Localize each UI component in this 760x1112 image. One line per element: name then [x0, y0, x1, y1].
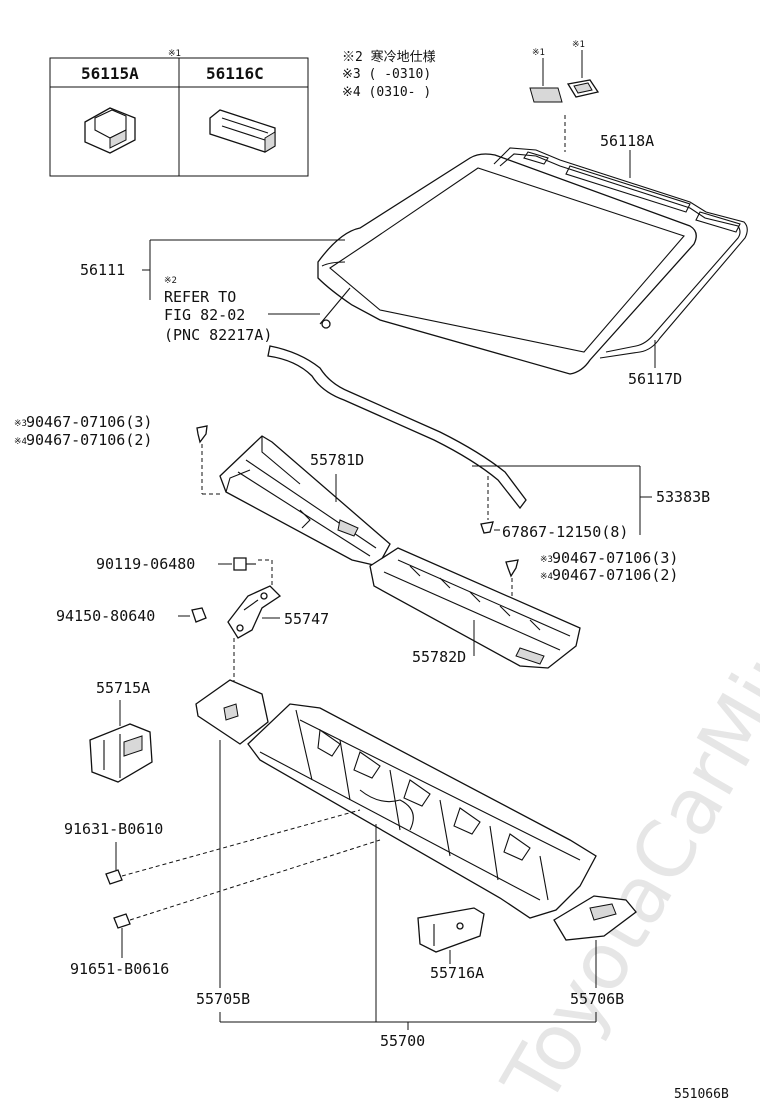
- inset-col2-label: 56116C: [206, 64, 264, 83]
- label-90467-3-upper: 90467-07106(3): [26, 413, 152, 431]
- inset-note-mark: ※1: [168, 49, 181, 59]
- heater-wire-drawing: [319, 287, 351, 325]
- label-56118A: 56118A: [600, 132, 654, 150]
- clip-90467-upper-icon: [196, 425, 208, 444]
- inset-col1-label: 56115A: [81, 64, 139, 83]
- label-55700: 55700: [380, 1032, 425, 1050]
- bracket-55716A: [417, 907, 485, 953]
- label-91631: 91631-B0610: [64, 820, 163, 838]
- nut-94150-icon: [191, 607, 207, 623]
- label-56117D: 56117D: [628, 370, 682, 388]
- mark-1b: ※1: [572, 40, 585, 50]
- label-55716A: 55716A: [430, 964, 484, 982]
- bracket-55747: [227, 585, 282, 639]
- spacer-pad-drawing: [529, 87, 563, 103]
- label-90467-2-lower: 90467-07106(2): [552, 566, 678, 584]
- note-3: ※3 ( -0310): [342, 67, 431, 82]
- note-4: ※4 (0310- ): [342, 85, 431, 100]
- label-55715A: 55715A: [96, 679, 150, 697]
- refer-line3: (PNC 82217A): [164, 326, 272, 344]
- clip-56115A-drawing: [84, 107, 136, 154]
- bracket-55715A: [89, 723, 153, 783]
- figure-code: 551066B: [674, 1087, 729, 1102]
- refer-line1: REFER TO: [164, 288, 236, 306]
- mark-4b: ※4: [540, 572, 553, 582]
- label-91651: 91651-B0616: [70, 960, 169, 978]
- clip-56116C-drawing: [209, 109, 276, 153]
- label-55782D: 55782D: [412, 648, 466, 666]
- label-55705B: 55705B: [196, 990, 250, 1008]
- label-56111: 56111: [80, 261, 125, 279]
- refer-line2: FIG 82-02: [164, 306, 245, 324]
- label-90119: 90119-06480: [96, 555, 195, 573]
- label-90467-2-upper: 90467-07106(2): [26, 431, 152, 449]
- windshield-glass-56111: [317, 153, 697, 375]
- cowl-louver-55782D: [369, 547, 581, 669]
- clip-67867-icon: [480, 521, 494, 534]
- mark-2: ※2: [164, 276, 177, 286]
- mark-3b: ※3: [540, 555, 553, 565]
- connector-icon: [321, 319, 331, 329]
- mark-3a: ※3: [14, 419, 27, 429]
- label-67867: 67867-12150(8): [502, 523, 628, 541]
- label-90467-3-lower: 90467-07106(3): [552, 549, 678, 567]
- top-right-clips: ※1 ※1: [529, 40, 600, 152]
- note-2: ※2 寒冷地仕様: [342, 49, 436, 65]
- bolt-91651-icon: [113, 913, 131, 929]
- mark-4a: ※4: [14, 437, 27, 447]
- bolt-90119-icon: [233, 557, 247, 571]
- inset-table: ※1 56115A 56116C: [49, 49, 309, 177]
- weatherstrip-53383B: [267, 345, 527, 510]
- mark-1a: ※1: [532, 48, 545, 58]
- bolt-91631-icon: [105, 869, 123, 885]
- molding-56117D: [493, 147, 748, 359]
- label-53383B: 53383B: [656, 488, 710, 506]
- label-55747: 55747: [284, 610, 329, 628]
- label-94150: 94150-80640: [56, 607, 155, 625]
- cowl-louver-55781D: [219, 435, 391, 567]
- label-55781D: 55781D: [310, 451, 364, 469]
- label-55706B: 55706B: [570, 990, 624, 1008]
- notes-block: ※2 寒冷地仕様 ※3 ( -0310) ※4 (0310- ): [342, 49, 436, 100]
- clip-90467-lower-icon: [505, 559, 519, 578]
- cowl-panel-55700: [195, 679, 637, 941]
